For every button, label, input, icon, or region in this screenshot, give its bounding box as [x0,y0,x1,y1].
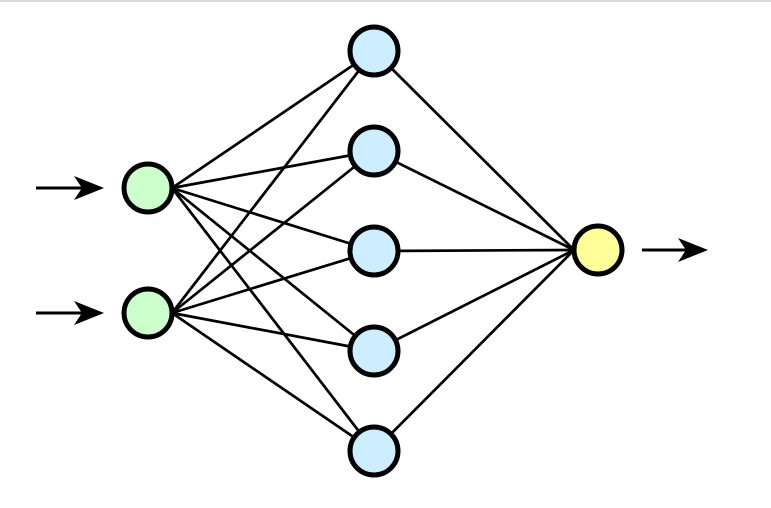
input-arrow-1-head [74,176,104,200]
edge-i2-h1 [170,49,376,315]
edge-i2-h5 [170,311,376,453]
hidden-node-2 [347,124,401,178]
hidden-node-3 [347,224,401,278]
edge-i2-h4 [170,311,376,353]
edge-i2-h2 [170,149,376,315]
edge-i1-h3 [170,186,376,253]
input-node-2 [121,286,175,340]
edge-i1-h5 [170,186,376,453]
edge-h2-o1 [372,149,576,252]
edge-i1-h4 [170,186,376,353]
hidden-node-5 [347,424,401,478]
hidden-node-4 [347,324,401,378]
edge-i1-h2 [170,149,376,190]
hidden-node-1 [347,24,401,78]
input-arrow-2-head [74,301,104,325]
output-arrow-head [678,238,708,262]
edge-i1-h1 [170,49,376,190]
edge-h4-o1 [372,248,576,353]
edge-h3-o1 [372,248,576,253]
edge-h1-o1 [372,49,576,252]
input-node-1 [121,161,175,215]
top-divider [0,0,771,2]
edge-i2-h3 [170,249,376,315]
output-node-1 [571,223,625,277]
edge-h5-o1 [372,248,576,453]
